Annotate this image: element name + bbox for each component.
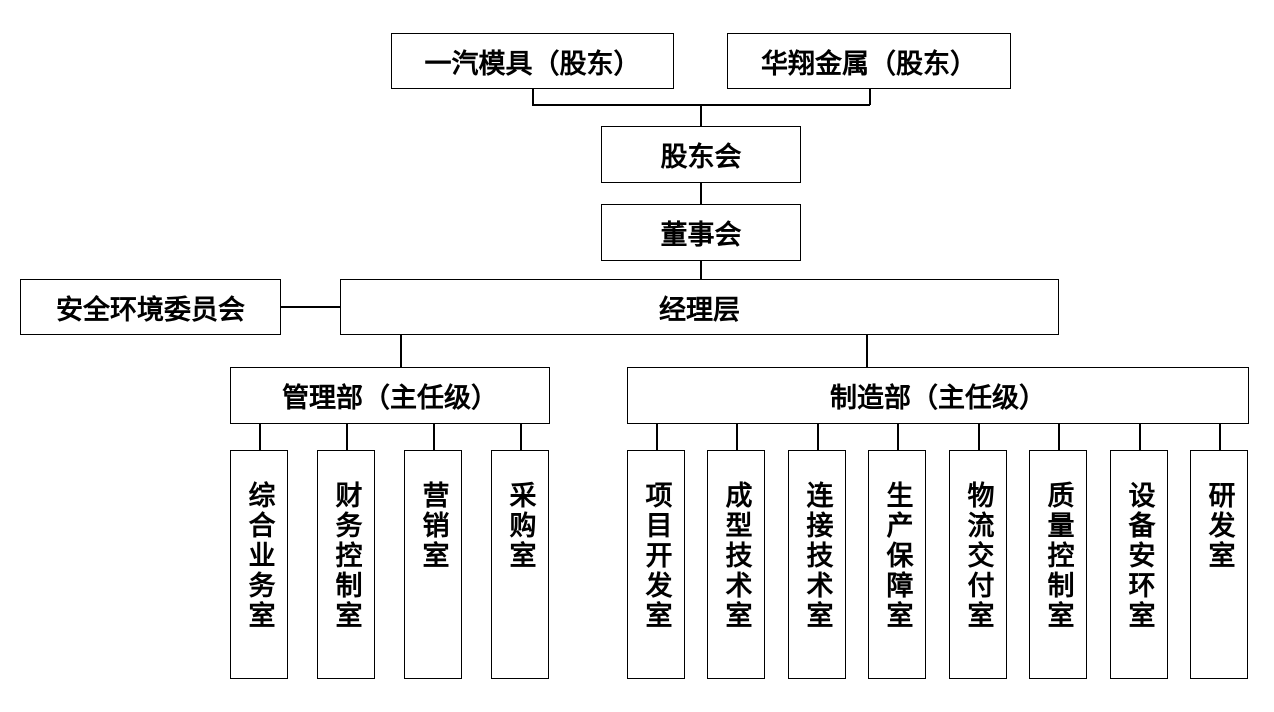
shareholder-box-huaxiang-metal: 华翔金属（股东） [727, 33, 1011, 89]
office-box: 综合业务室 [230, 450, 288, 679]
connector-line [400, 334, 402, 368]
office-box: 营销室 [404, 450, 462, 679]
office-label: 物流交付室 [962, 481, 994, 631]
connector-line [897, 423, 899, 451]
office-box: 质量控制室 [1029, 450, 1087, 679]
office-label: 连接技术室 [801, 481, 833, 631]
office-box: 设备安环室 [1110, 450, 1168, 679]
office-label: 采购室 [504, 481, 536, 571]
board-of-directors-box: 董事会 [601, 204, 801, 261]
connector-line [433, 423, 435, 451]
connector-line [1139, 423, 1141, 451]
office-label: 财务控制室 [330, 481, 362, 631]
office-box: 研发室 [1190, 450, 1248, 679]
management-layer-box: 经理层 [340, 279, 1059, 335]
office-box: 成型技术室 [707, 450, 765, 679]
office-label: 研发室 [1203, 481, 1235, 571]
connector-line [736, 423, 738, 451]
office-label: 项目开发室 [640, 481, 672, 631]
office-label: 综合业务室 [243, 481, 275, 631]
connector-line [869, 88, 871, 105]
office-label: 营销室 [417, 481, 449, 571]
connector-line [1219, 423, 1221, 451]
office-box: 物流交付室 [949, 450, 1007, 679]
connector-line [280, 306, 341, 308]
connector-line [978, 423, 980, 451]
connector-line [656, 423, 658, 451]
manufacturing-department-box: 制造部（主任级） [627, 367, 1249, 424]
connector-line [346, 423, 348, 451]
safety-environment-committee-box: 安全环境委员会 [20, 279, 281, 335]
office-box: 生产保障室 [868, 450, 926, 679]
connector-line [1058, 423, 1060, 451]
office-label: 质量控制室 [1042, 481, 1074, 631]
connector-line [700, 260, 702, 279]
office-box: 项目开发室 [627, 450, 685, 679]
connector-line [700, 104, 702, 126]
connector-line [259, 423, 261, 451]
office-box: 连接技术室 [788, 450, 846, 679]
connector-line [817, 423, 819, 451]
management-department-box: 管理部（主任级） [230, 367, 550, 424]
connector-line [866, 334, 868, 368]
office-label: 生产保障室 [881, 481, 913, 631]
shareholder-meeting-box: 股东会 [601, 126, 801, 183]
connector-line [520, 423, 522, 451]
connector-line [700, 182, 702, 204]
office-box: 财务控制室 [317, 450, 375, 679]
office-box: 采购室 [491, 450, 549, 679]
shareholder-box-faw-mold: 一汽模具（股东） [391, 33, 674, 89]
office-label: 设备安环室 [1123, 481, 1155, 631]
connector-line [532, 88, 534, 105]
office-label: 成型技术室 [720, 481, 752, 631]
